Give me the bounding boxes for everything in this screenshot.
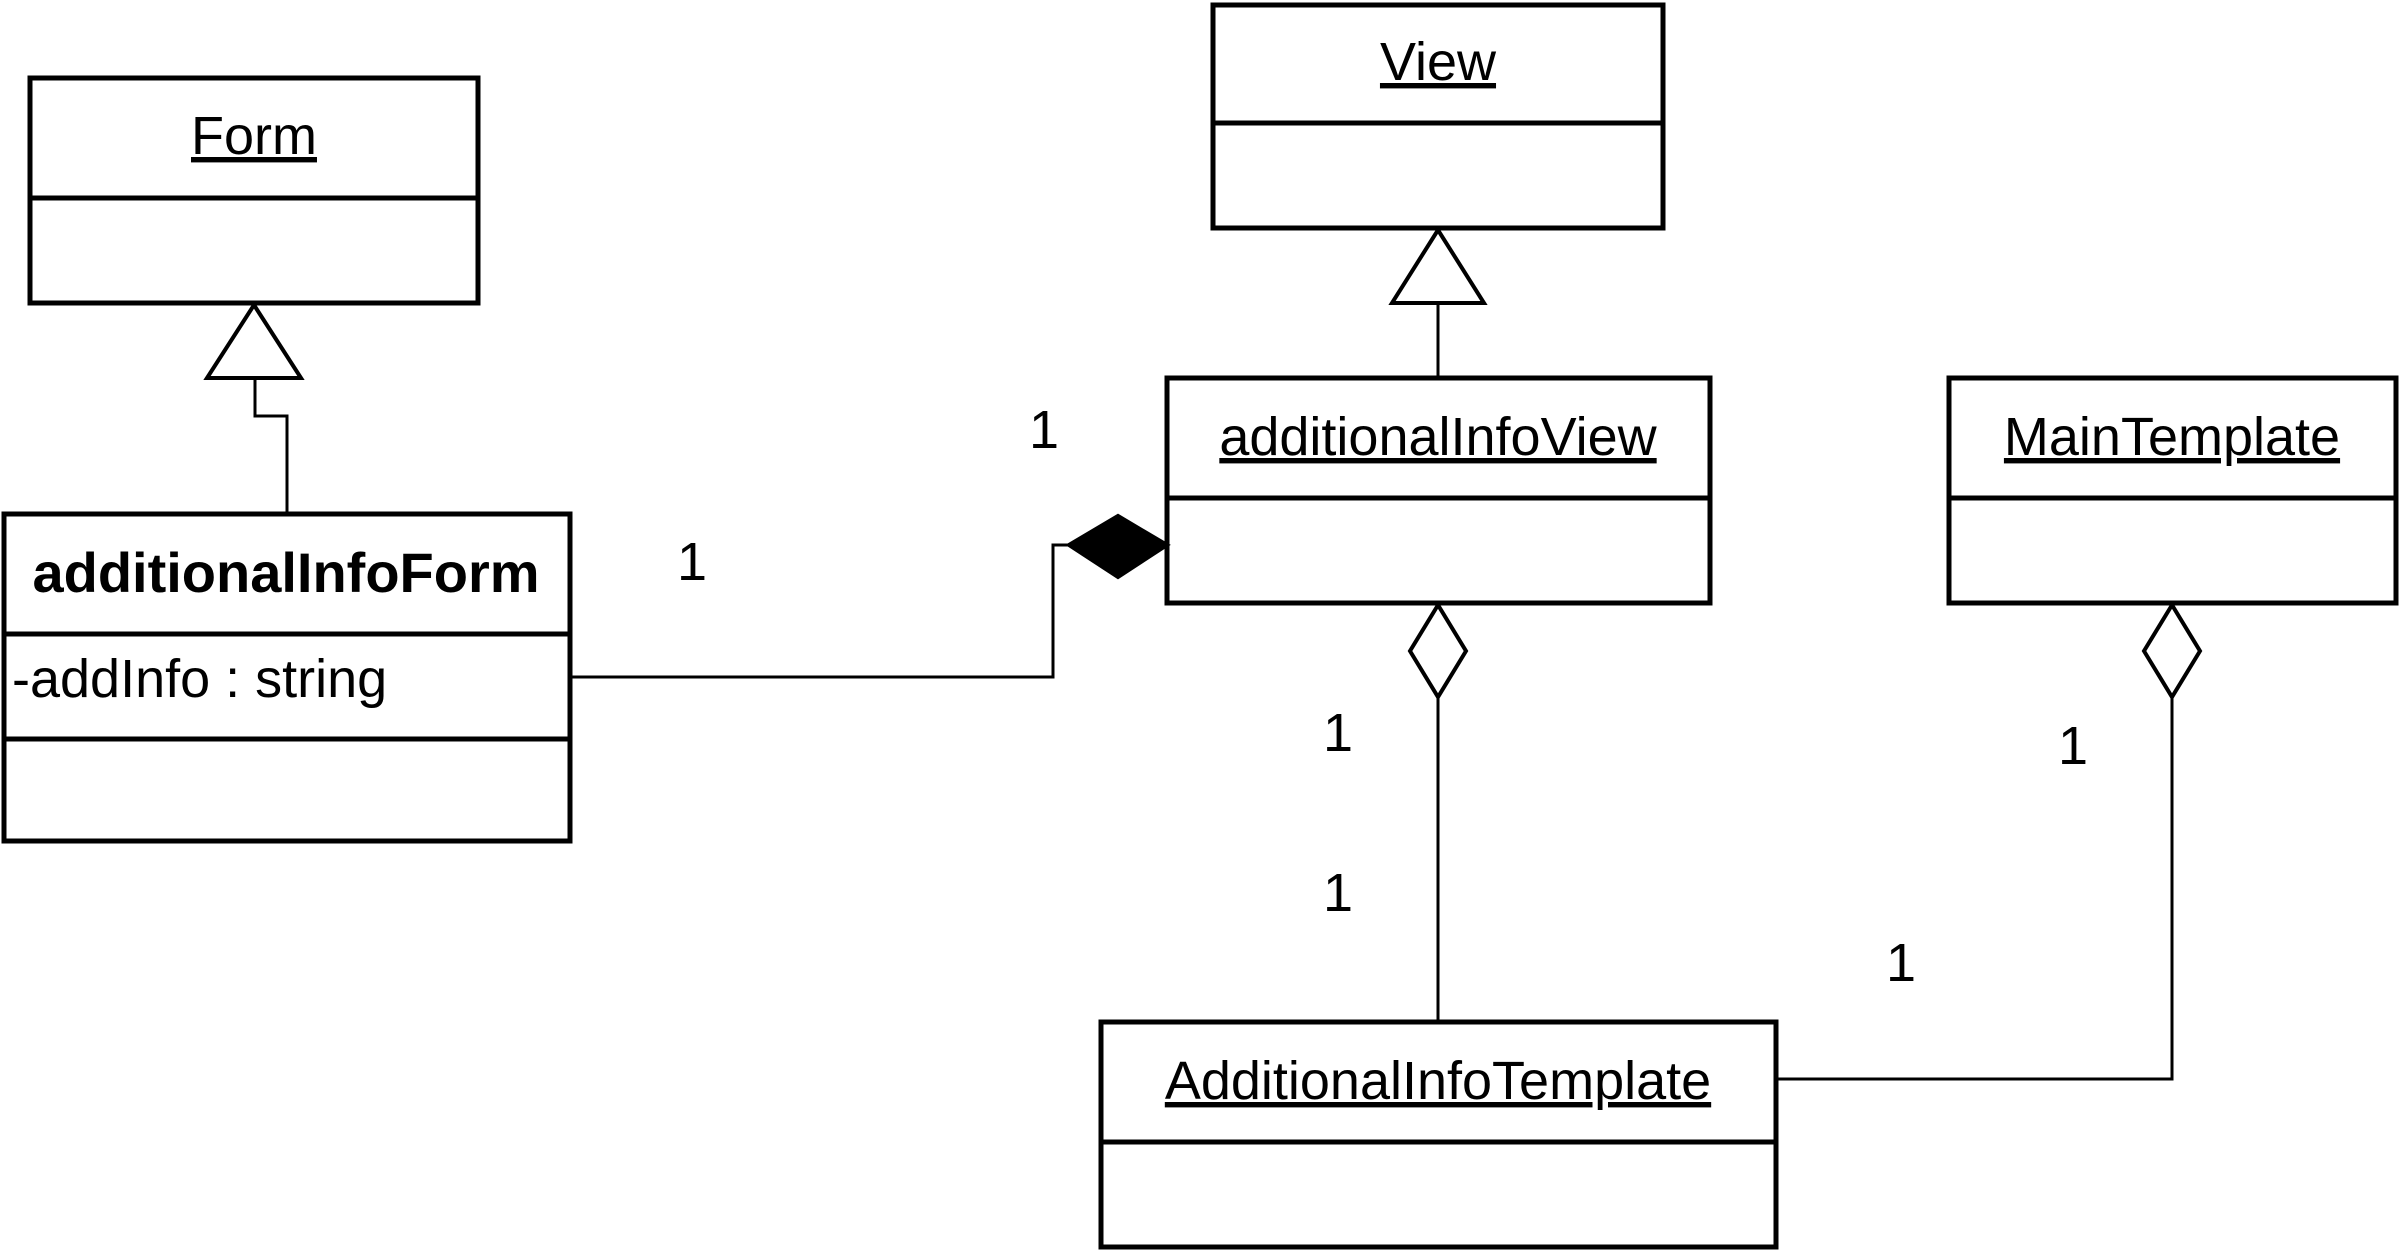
aggregation-main-template-line [1776,697,2174,1081]
class-view-box [1210,2,1666,231]
aggregation-view-template [1407,601,1469,1022]
class-main-template-box [1946,375,2399,606]
generalization-form-line [253,378,289,514]
composition-line [570,543,1069,679]
class-view[interactable]: View [1210,2,1666,231]
class-additional-info-view[interactable]: additionalInfoView [1164,375,1713,606]
class-additional-info-template-box [1098,1019,1779,1250]
class-main-template-name: MainTemplate [2004,407,2340,467]
class-additional-info-form-box [1,511,573,844]
multiplicity-view-composition: 1 [1029,400,1059,460]
class-form[interactable]: Form [27,75,481,306]
aggregation-main-template [1776,601,2203,1081]
class-additional-info-template-name: AdditionalInfoTemplate [1165,1051,1711,1111]
class-main-template[interactable]: MainTemplate [1946,375,2399,606]
class-additional-info-view-box [1164,375,1713,606]
generalization-view [1388,226,1488,378]
class-form-box [27,75,481,306]
composition-association [570,513,1171,679]
class-additional-info-view-name: additionalInfoView [1219,407,1657,467]
aggregation-diamond-icon [1407,601,1469,701]
multiplicity-main-aggregation: 1 [2058,716,2088,776]
generalization-arrowhead-icon [1388,226,1488,305]
class-additional-info-form-name: additionalInfoForm [32,541,539,604]
class-additional-info-form[interactable]: additionalInfoForm -addInfo : string [1,511,573,844]
aggregation-diamond-icon [2141,601,2203,701]
composition-diamond-icon [1065,513,1171,580]
multiplicity-form-composition: 1 [677,532,707,592]
multiplicity-view-aggregation: 1 [1323,703,1353,763]
class-additional-info-template[interactable]: AdditionalInfoTemplate [1098,1019,1779,1250]
generalization-form [203,301,305,514]
generalization-arrowhead-icon [203,301,305,380]
multiplicity-template-main-end: 1 [1886,933,1916,993]
class-additional-info-form-attribute: -addInfo : string [12,649,387,709]
multiplicity-template-view-end: 1 [1323,863,1353,923]
class-view-name: View [1380,32,1497,92]
class-form-name: Form [191,106,317,166]
